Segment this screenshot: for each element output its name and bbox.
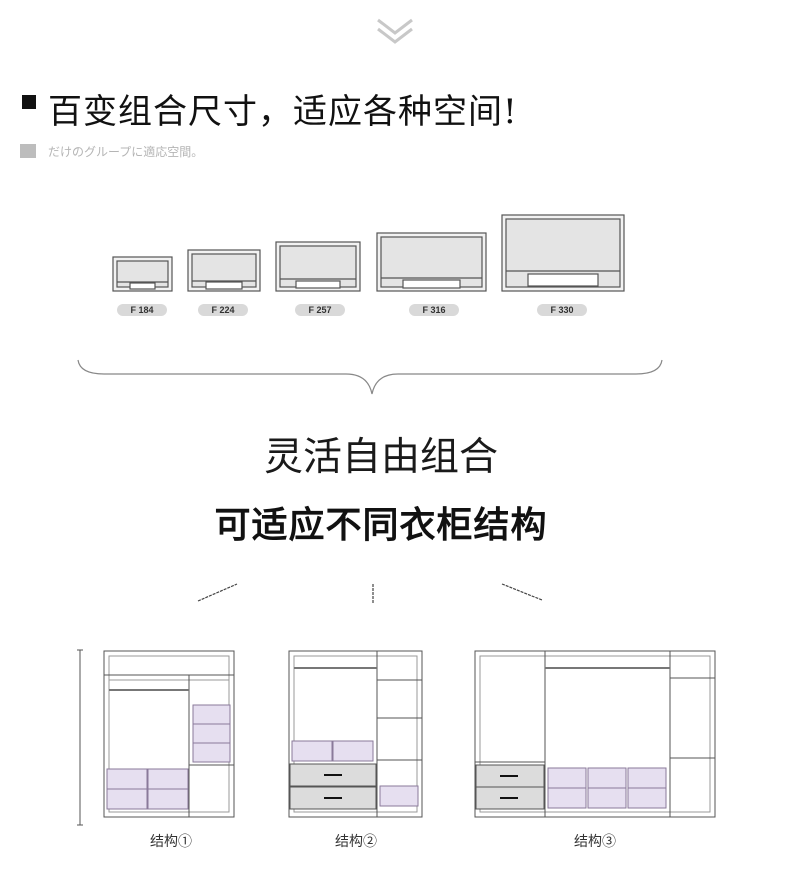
size-tag: F 257: [295, 304, 345, 316]
box-f224: [187, 249, 261, 292]
structure-caption-3: 结构③: [574, 834, 616, 850]
wardrobe-structure-3: [474, 650, 716, 818]
box-f257: [275, 241, 361, 292]
size-tag: F 224: [198, 304, 248, 316]
pointer-lines: [197, 583, 543, 604]
size-boxes-illustration: [112, 214, 625, 292]
wardrobe-structure-2: [288, 650, 423, 818]
title-marker: [22, 95, 36, 109]
box-f330: [501, 214, 625, 292]
subtitle-marker: [20, 144, 36, 158]
structure-caption-2: 结构②: [335, 834, 377, 850]
page-title: 百变组合尺寸，适应各种空间!: [48, 92, 518, 132]
slogan-line-1: 灵活自由组合: [263, 436, 498, 479]
page-subtitle: だけのグループに適応空間。: [48, 145, 204, 159]
wardrobe-structure-1: [77, 649, 235, 826]
slogan-line-2: 可适应不同衣柜结构: [214, 504, 548, 545]
size-tag: F 184: [117, 304, 167, 316]
box-f316: [376, 232, 487, 292]
structure-caption-1: 结构①: [150, 834, 192, 850]
box-f184: [112, 256, 173, 292]
drawer-stack: [289, 763, 377, 810]
size-tag: F 330: [537, 304, 587, 316]
size-tag: F 316: [409, 304, 459, 316]
brace-divider: [77, 359, 663, 395]
chevron-down-icon: [377, 18, 413, 44]
